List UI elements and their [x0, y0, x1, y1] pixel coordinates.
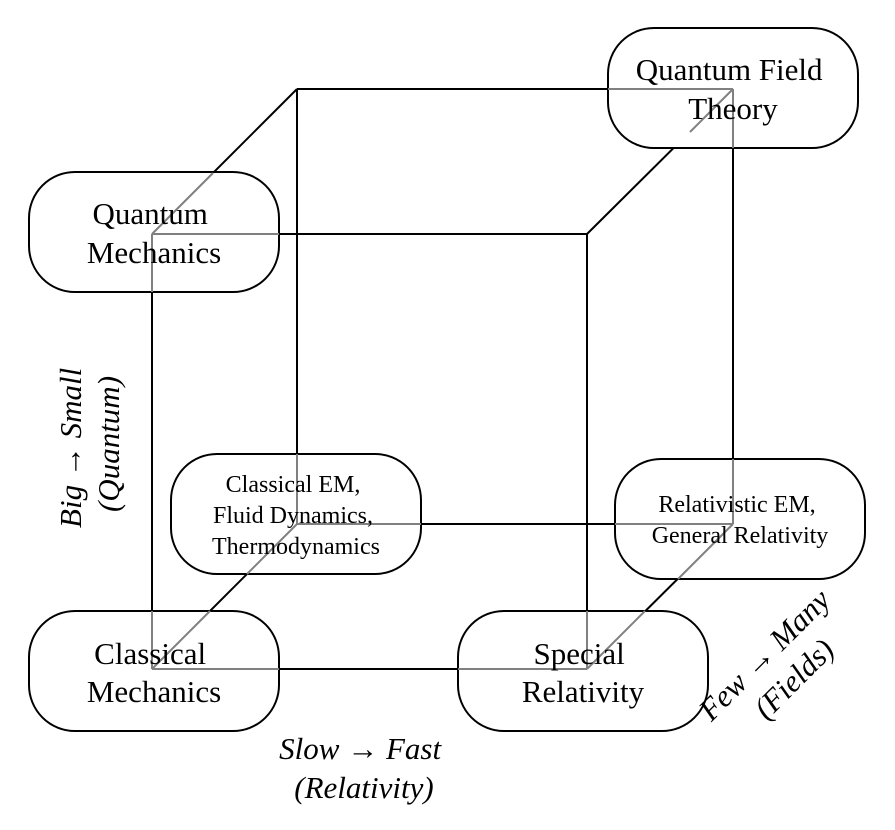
node-cem-line-3: Thermodynamics — [212, 534, 380, 560]
axis-y-line-2: (Quantum) — [91, 376, 126, 512]
node-cm-line-2: Mechanics — [87, 674, 221, 709]
svg-text:Quantum Field Theory: Quantum Field Theory — [636, 52, 831, 126]
hidden-edges — [151, 88, 734, 670]
node-cm-line-1: Classical — [94, 636, 206, 671]
svg-text:Few → Many (Fields): Few → Many (Fields) — [691, 577, 869, 755]
hidden-edge-cem-diag — [246, 523, 298, 575]
node-classical-mechanics — [28, 610, 280, 732]
node-sr-line-2: Relativity — [522, 674, 645, 709]
hidden-edge-sr-diag — [586, 610, 646, 670]
axis-y-line-1: Big → Small — [53, 368, 88, 528]
svg-text:Quantum Mechanics: Quantum Mechanics — [87, 196, 221, 270]
node-cem-line-2: Fluid Dynamics, — [213, 503, 373, 529]
hidden-edge-rem-diag — [677, 523, 734, 580]
svg-text:Special Relativity: Special Relativity — [522, 636, 645, 709]
node-rem-line-1: Relativistic EM, — [658, 492, 815, 518]
node-rem-line-2: General Relativity — [652, 523, 829, 549]
node-qm-line-2: Mechanics — [87, 235, 221, 270]
axis-x-line-2: (Relativity) — [294, 770, 433, 805]
svg-text:Classical Mechanics: Classical Mechanics — [87, 636, 221, 709]
svg-text:Big → Small (Quantum): Big → Small (Quantum) — [53, 360, 126, 528]
hidden-edge-qm-diag — [151, 172, 214, 235]
node-sr-line-1: Special — [534, 636, 625, 671]
node-qm-line-1: Quantum — [92, 196, 207, 231]
node-relativistic-em — [614, 458, 866, 580]
node-qft-line-1: Quantum Field — [636, 52, 823, 87]
svg-text:Classical EM, Fluid Dynami: Classical EM, Fluid Dynamics, Thermodyna… — [212, 472, 380, 560]
axis-label-y: Big → Small (Quantum) — [53, 360, 126, 528]
node-qft-line-2: Theory — [688, 91, 778, 126]
svg-text:Relativistic EM, General R: Relativistic EM, General Relativity — [652, 492, 829, 549]
axis-label-z: Few → Many (Fields) — [691, 577, 869, 755]
node-cem-line-1: Classical EM, — [226, 472, 361, 498]
axis-x-line-1: Slow → Fast — [279, 731, 442, 766]
hidden-edge-cm-diag — [151, 610, 211, 670]
hidden-edge-qft-diag — [689, 88, 734, 133]
axis-label-x: Slow → Fast (Relativity) — [279, 731, 449, 805]
node-special-relativity — [457, 610, 709, 732]
